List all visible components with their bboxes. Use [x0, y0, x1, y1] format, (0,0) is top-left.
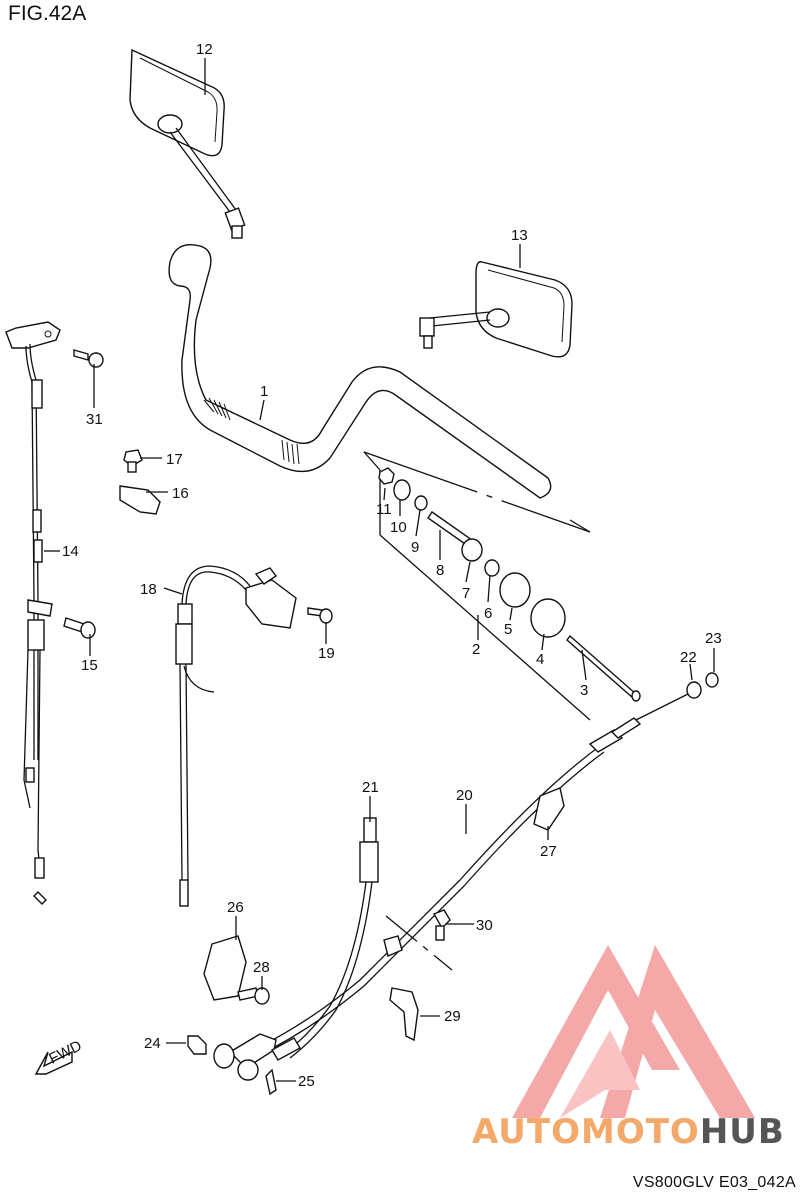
mirror-left-part[interactable]: [419, 261, 573, 358]
part-label-7: 7: [462, 585, 470, 602]
part-label-9: 9: [411, 539, 419, 556]
part-label-2: 2: [472, 641, 480, 658]
figure-title: FIG.42A: [8, 2, 87, 25]
part-label-30: 30: [476, 917, 493, 934]
part-label-24: 24: [144, 1035, 161, 1052]
clamp-parts[interactable]: [119, 449, 161, 515]
part-label-13: 13: [511, 227, 528, 244]
part-label-27: 27: [540, 843, 557, 860]
part-label-19: 19: [318, 645, 335, 662]
part-label-8: 8: [436, 562, 444, 579]
screw-15-part[interactable]: [63, 617, 96, 639]
part-label-4: 4: [536, 651, 544, 668]
part-label-29: 29: [444, 1008, 461, 1025]
bracket-parts[interactable]: [383, 787, 565, 1042]
part-label-26: 26: [227, 899, 244, 916]
part-label-18: 18: [140, 581, 157, 598]
part-label-22: 22: [680, 649, 697, 666]
part-label-15: 15: [81, 657, 98, 674]
leader-lines: [44, 58, 715, 1082]
choke-cable-part[interactable]: [175, 565, 333, 907]
throttle-cable-part[interactable]: [5, 321, 104, 905]
part-label-31: 31: [86, 411, 103, 428]
part-label-17: 17: [166, 451, 183, 468]
watermark-logo-icon: [512, 945, 755, 1118]
clutch-cable-part[interactable]: [213, 693, 689, 1069]
part-label-16: 16: [172, 485, 189, 502]
mirror-right-part[interactable]: [129, 48, 246, 239]
part-label-3: 3: [580, 682, 588, 699]
watermark-brand-text: AUTOMOTOHUB: [472, 1112, 785, 1152]
part-label-21: 21: [362, 779, 379, 796]
balancer-group-outline: [363, 451, 591, 721]
part-label-14: 14: [62, 543, 79, 560]
part-label-5: 5: [504, 621, 512, 638]
fwd-arrow-icon: FWD: [34, 1037, 85, 1075]
balancer-parts[interactable]: [378, 467, 641, 702]
part-label-12: 12: [196, 41, 213, 58]
brake-cable-part[interactable]: [237, 817, 379, 1081]
part-label-10: 10: [390, 519, 407, 536]
part-label-20: 20: [456, 787, 473, 804]
cover-part[interactable]: [187, 935, 277, 1096]
part-label-6: 6: [484, 605, 492, 622]
figure-code: VS800GLV E03_042A: [632, 1174, 796, 1191]
part-labels: 12 13 1 11 10 9 8 7 6 5 4 2 3 22 23 31 1…: [62, 41, 722, 1090]
part-label-11: 11: [376, 501, 392, 518]
part-label-28: 28: [253, 959, 270, 976]
part-label-1: 1: [260, 383, 268, 400]
part-label-25: 25: [298, 1073, 315, 1090]
part-label-23: 23: [705, 630, 722, 647]
handlebar-part[interactable]: [168, 244, 552, 499]
collar-parts[interactable]: [686, 672, 719, 699]
